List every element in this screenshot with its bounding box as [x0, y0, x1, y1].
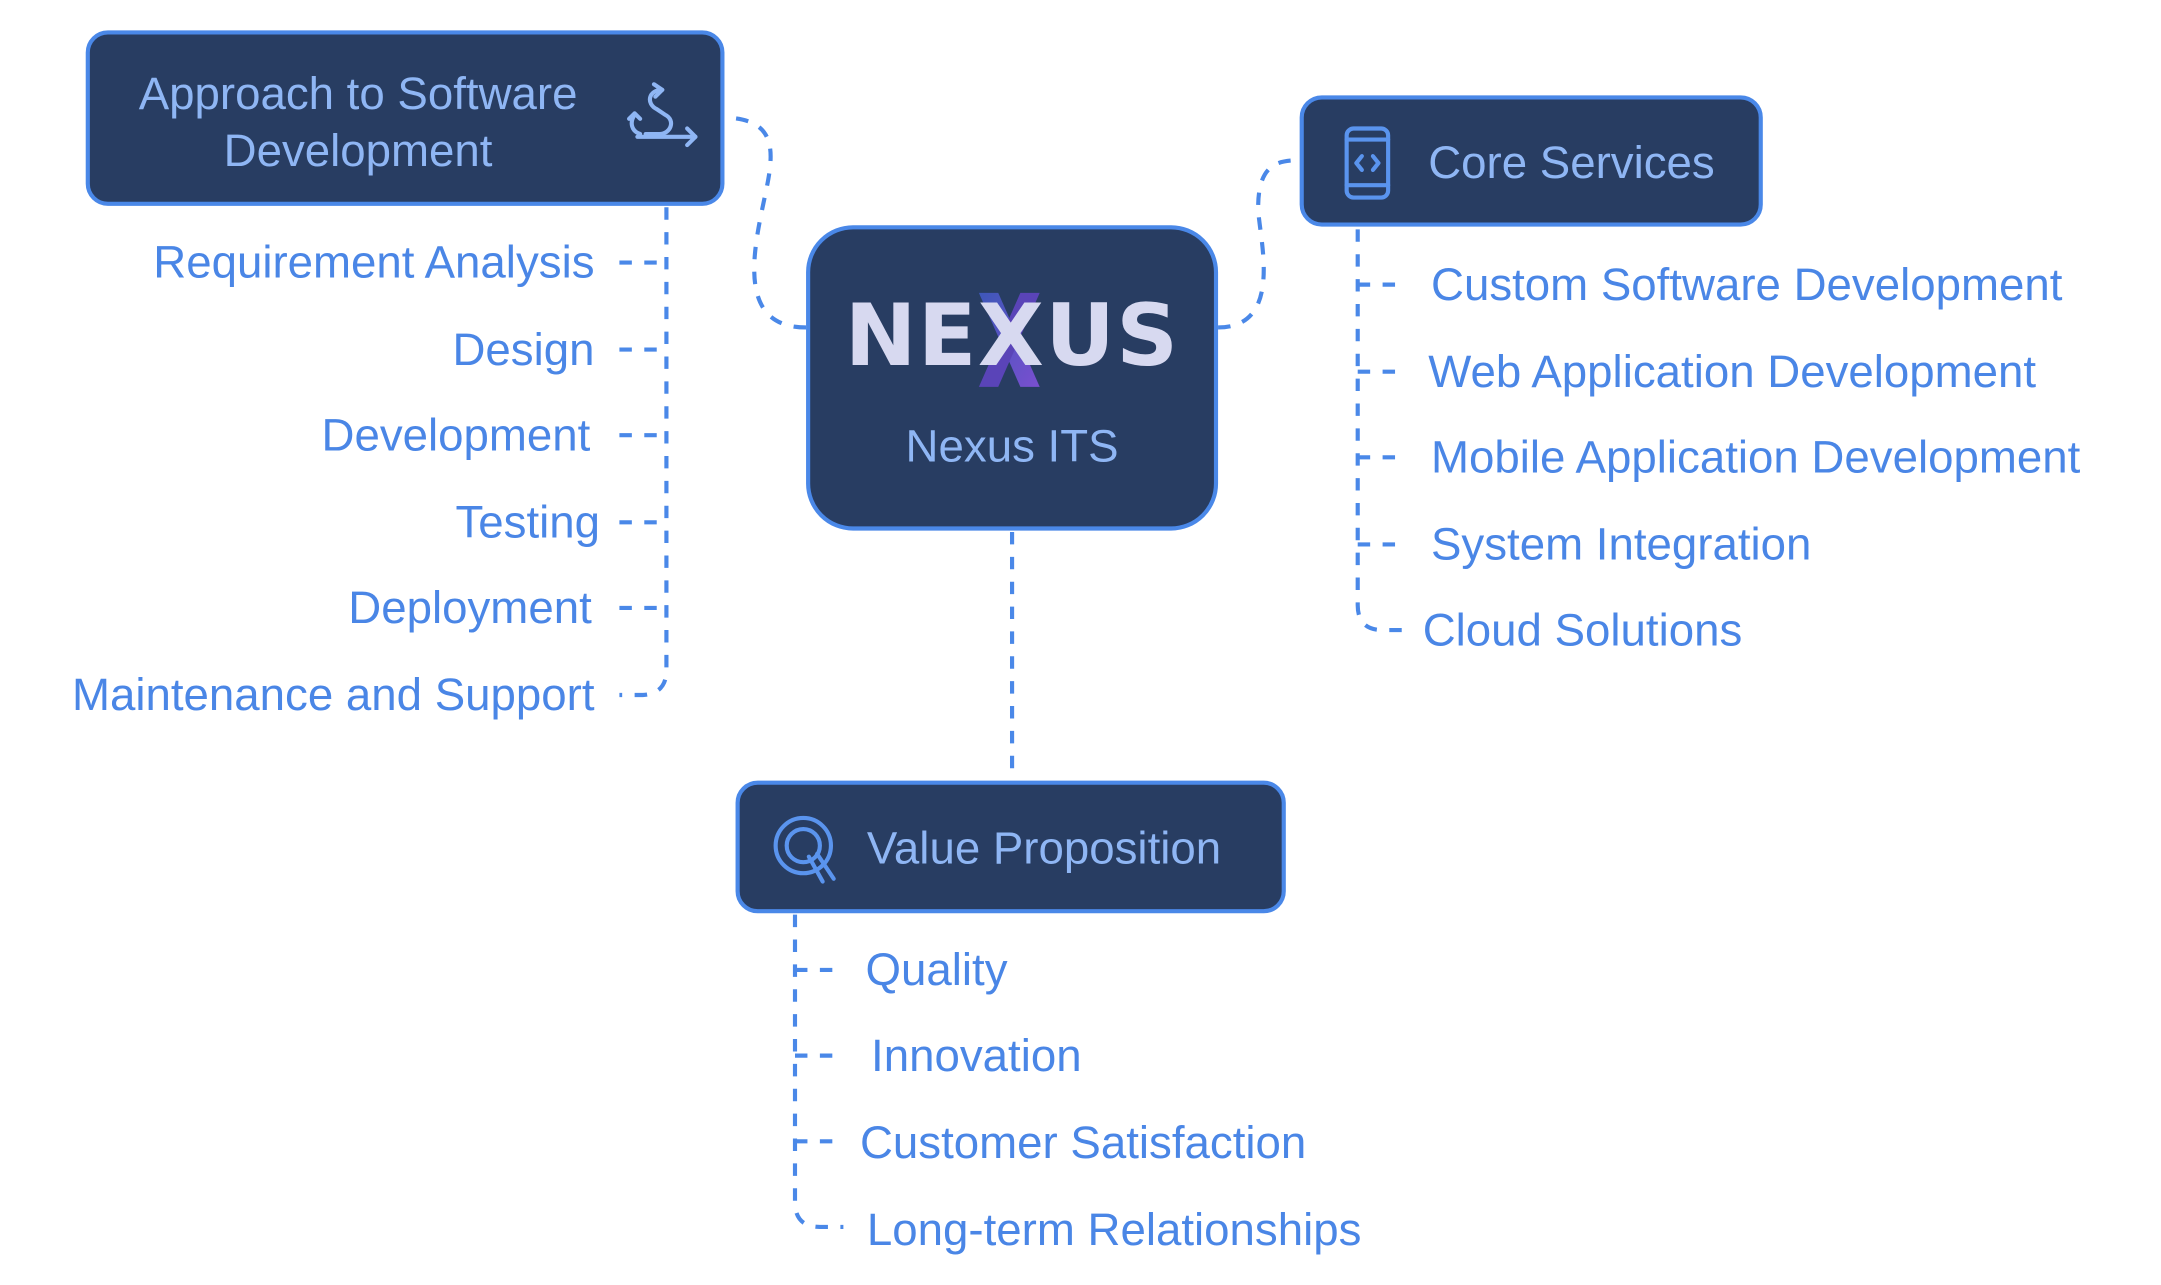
- logo-text: NEXUS: [844, 284, 1180, 386]
- connector-value-branch: [794, 967, 844, 1144]
- mobile-code-icon: [1344, 126, 1391, 200]
- value-item: Innovation: [871, 1029, 1082, 1081]
- center-node[interactable]: NEXUS Nexus ITS: [806, 225, 1219, 531]
- value-item: Quality: [865, 943, 1008, 995]
- core-service-item: Mobile Application Development: [1430, 431, 2081, 483]
- core-services-title: Core Services: [1428, 136, 1715, 188]
- logo-x-mark: [978, 292, 1040, 387]
- approach-item: Requirement Analysis: [153, 236, 595, 288]
- connector-core-trunk: [1355, 229, 1405, 633]
- value-proposition-title: Value Proposition: [866, 822, 1222, 874]
- nexus-logo: NEXUS: [810, 279, 1214, 390]
- approach-item: Design: [452, 323, 595, 375]
- core-services-node[interactable]: Core Services: [1299, 95, 1763, 227]
- approach-item: Maintenance and Support: [71, 668, 595, 720]
- value-proposition-node[interactable]: Value Proposition: [735, 780, 1286, 914]
- approach-item: Development: [321, 408, 591, 461]
- connector-approach-branch: [619, 260, 667, 611]
- value-item: Customer Satisfaction: [859, 1116, 1307, 1168]
- value-item: Long-term Relationships: [866, 1203, 1362, 1255]
- approach-item: Testing: [455, 496, 601, 548]
- connector-center-approach: [724, 115, 807, 330]
- approach-node[interactable]: Approach to Software Development: [85, 30, 725, 206]
- core-service-item: System Integration: [1430, 518, 1812, 570]
- quality-q-icon: [773, 815, 836, 884]
- approach-item: Deployment: [348, 581, 592, 633]
- connector-approach-trunk: [619, 207, 669, 698]
- approach-title-line2: Development: [223, 124, 493, 176]
- core-service-item: Cloud Solutions: [1422, 603, 1743, 655]
- connector-core-branch: [1357, 282, 1405, 547]
- process-flow-icon: [627, 82, 698, 148]
- approach-title-line1: Approach to Software: [138, 67, 578, 119]
- core-service-item: Web Application Development: [1428, 345, 2037, 397]
- connector-value-trunk: [792, 914, 844, 1230]
- center-subtitle: Nexus ITS: [905, 420, 1119, 472]
- core-service-item: Custom Software Development: [1430, 258, 2063, 310]
- connector-center-core: [1218, 158, 1300, 330]
